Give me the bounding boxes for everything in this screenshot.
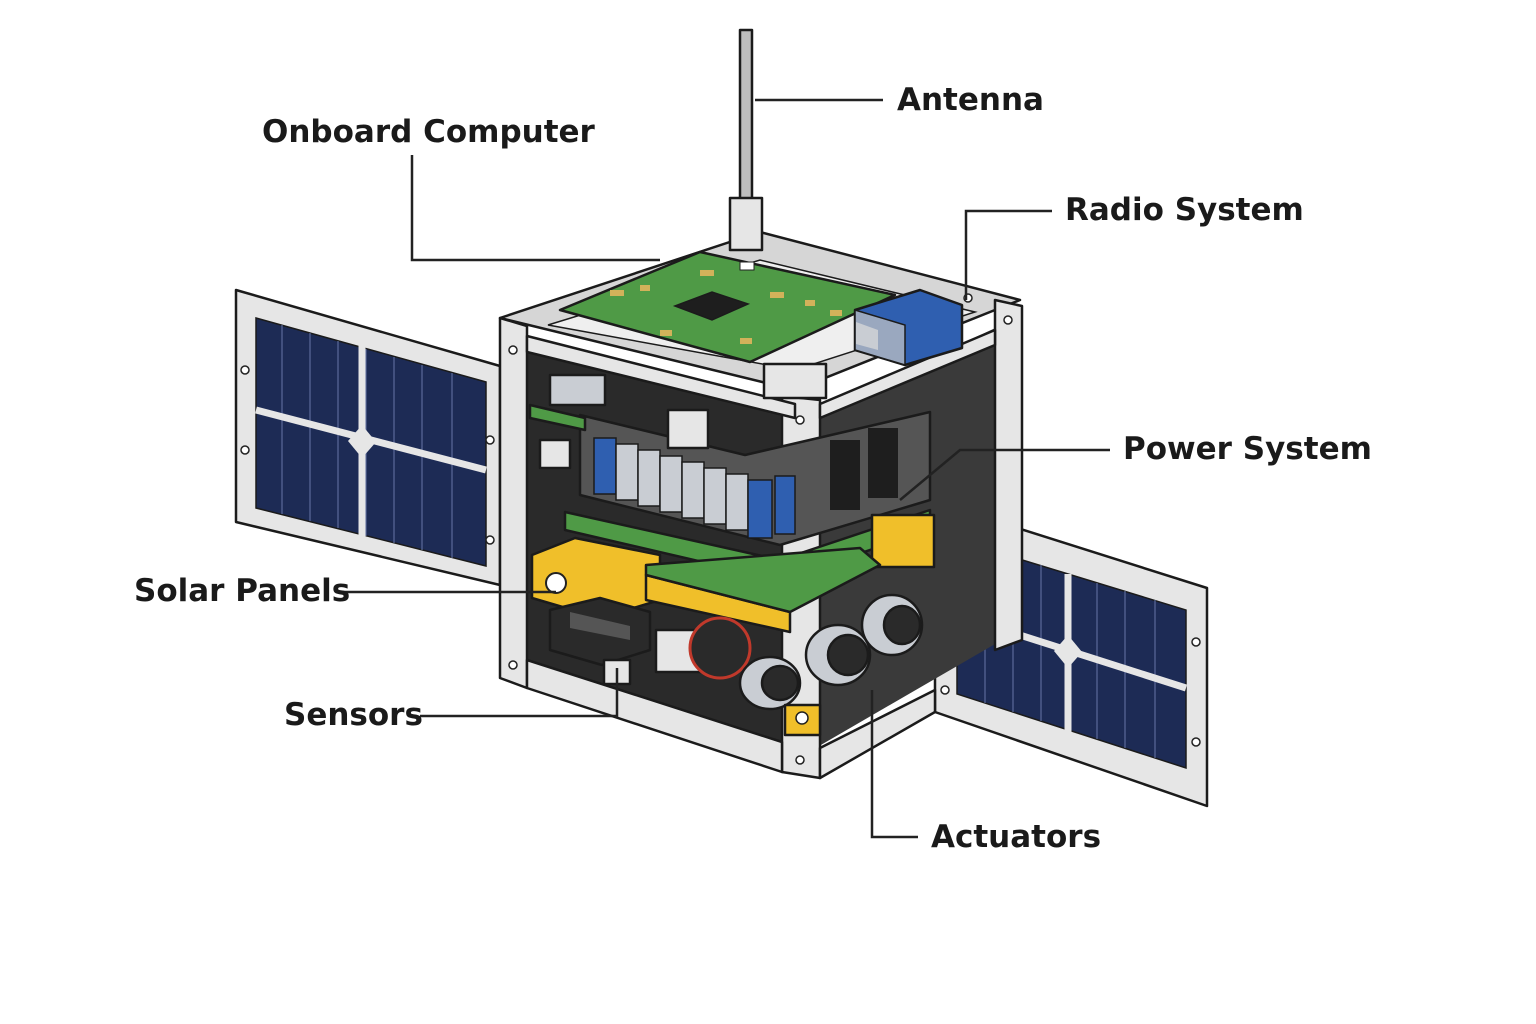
label-solar-panels: Solar Panels <box>134 573 351 609</box>
label-onboard-computer: Onboard Computer <box>262 114 595 150</box>
antenna <box>728 28 764 252</box>
actuators-module <box>654 593 924 737</box>
label-power-system: Power System <box>1123 431 1372 467</box>
onboard-computer-board <box>558 250 897 364</box>
label-actuators: Actuators <box>931 819 1102 855</box>
left-solar-panel <box>234 288 502 587</box>
callout-lines <box>338 98 1110 839</box>
yellow-modules <box>530 536 882 634</box>
right-solar-panel <box>933 500 1209 808</box>
radio-system-module <box>853 288 964 367</box>
label-radio-system: Radio System <box>1065 192 1304 228</box>
sensors-module <box>548 596 652 686</box>
label-antenna: Antenna <box>897 82 1044 118</box>
label-sensors: Sensors <box>284 697 423 733</box>
interior-components <box>528 362 936 569</box>
